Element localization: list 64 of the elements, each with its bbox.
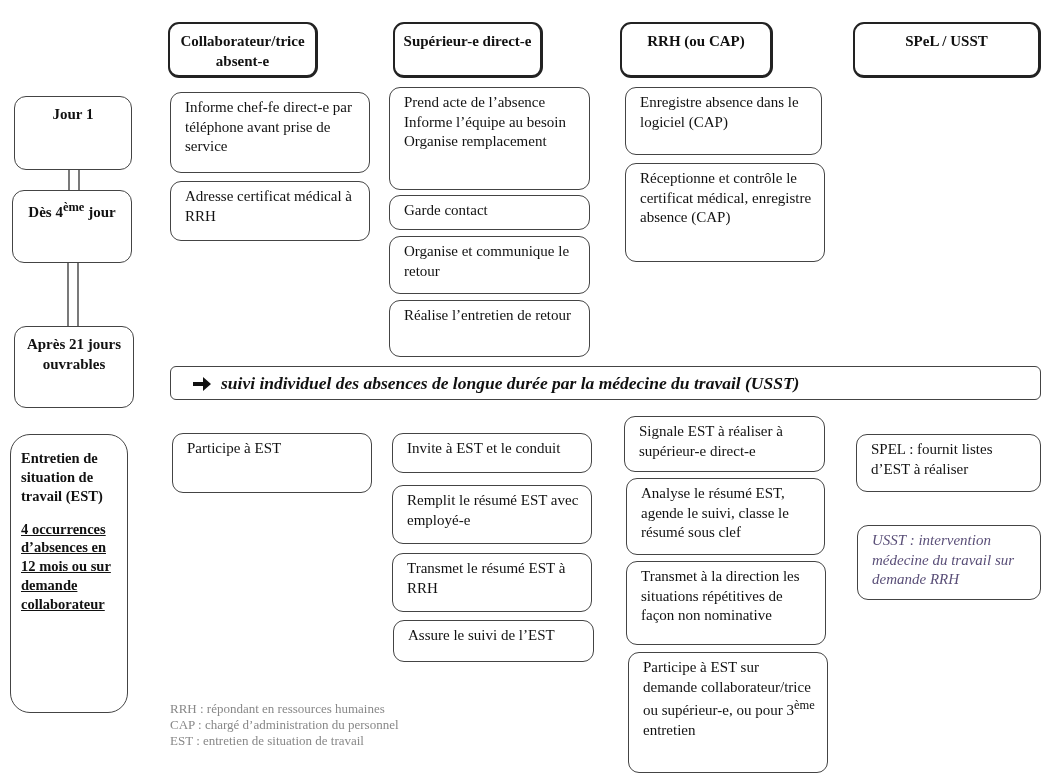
task-text: SPEL : fournit listes d’EST à réaliser — [871, 440, 994, 479]
process-box — [170, 181, 370, 241]
footnote: RRH : répondant en ressources humaines — [170, 701, 385, 717]
task-text: Prend acte de l’absence — [404, 93, 547, 112]
process-box — [392, 433, 592, 473]
column-header — [393, 22, 543, 78]
column-title: Collaborateur/trice absent-e — [179, 32, 306, 71]
task-text: Enregistre absence dans le logiciel (CAP) — [640, 93, 800, 132]
banner-text: suivi individuel des absences de longue durée par la médecine du travail (USST) — [221, 371, 800, 395]
double-line-connector — [68, 169, 80, 191]
process-box — [389, 236, 590, 294]
stage-label: Jour 1 — [51, 105, 95, 124]
task-text: Assure le suivi de l’EST — [408, 626, 556, 645]
task-text: Transmet le résumé EST à RRH — [407, 559, 567, 598]
stage-box — [10, 434, 128, 713]
double-line-connector — [67, 262, 79, 327]
process-box — [626, 561, 826, 645]
task-text: Informe chef-fe direct-e par téléphone avant prise de service — [185, 98, 353, 156]
process-box — [625, 163, 825, 262]
task-text: Invite à EST et le conduit — [407, 439, 562, 458]
process-box — [626, 478, 825, 555]
note-box — [857, 525, 1041, 600]
footnote: CAP : chargé d’administration du personnel — [170, 717, 399, 733]
column-title: RRH (ou CAP) — [646, 32, 746, 51]
process-box — [170, 92, 370, 173]
process-box — [389, 300, 590, 357]
task-text: Signale EST à réaliser à supérieur-e direct-e — [639, 422, 784, 461]
process-box — [172, 433, 372, 493]
stage-label: Après 21 jours ouvrables — [25, 335, 123, 374]
task-text: Informe l’équipe au besoin — [404, 112, 568, 132]
stage-box — [14, 96, 132, 170]
process-box — [628, 652, 828, 773]
stage-box — [14, 326, 134, 408]
task-text: Réalise l’entretien de retour — [404, 306, 572, 325]
task-text: Organise et communique le retour — [404, 242, 571, 281]
column-header — [168, 22, 318, 78]
task-text: Remplit le résumé EST avec employé-e — [407, 491, 579, 530]
column-title: SPeL / USST — [904, 32, 989, 51]
process-box — [392, 553, 592, 612]
stage-label: Entretien de situation de travail (EST) — [21, 449, 104, 506]
process-box — [389, 87, 590, 190]
process-box — [856, 434, 1041, 492]
task-text: Organise remplacement — [404, 132, 548, 151]
column-title: Supérieur-e direct-e — [402, 32, 533, 51]
task-text: Adresse certificat médical à RRH — [185, 187, 353, 226]
stage-box — [12, 190, 132, 263]
criteria-text: 4 occurrences d’absences en 12 mois ou sur demande collaborateur — [21, 519, 112, 614]
process-box — [392, 485, 592, 544]
stage-label: Dès 4$^{ème}$ jour — [27, 199, 117, 222]
process-box — [389, 195, 590, 230]
column-header — [620, 22, 773, 78]
task-text: Participe à EST sur demande collaborateur/trice ou supérieur-e, ou pour 3$^{ème}$ entretien — [643, 658, 815, 740]
process-box — [393, 620, 594, 662]
footnote: EST : entretien de situation de travail — [170, 733, 364, 749]
task-text: Analyse le résumé EST, agende le suivi, classe le résumé sous clef — [641, 484, 790, 542]
banner — [170, 366, 1041, 400]
task-text: Garde contact — [404, 201, 489, 220]
task-text: Participe à EST — [187, 439, 283, 458]
process-box — [624, 416, 825, 472]
column-header — [853, 22, 1041, 78]
task-text: Transmet à la direction les situations répétitives de façon non nominative — [641, 567, 801, 625]
note-text: USST : intervention médecine du travail sur demande RRH — [872, 531, 1016, 589]
task-text: Réceptionne et contrôle le certificat médical, enregistre absence (CAP) — [640, 169, 812, 227]
process-box — [625, 87, 822, 155]
